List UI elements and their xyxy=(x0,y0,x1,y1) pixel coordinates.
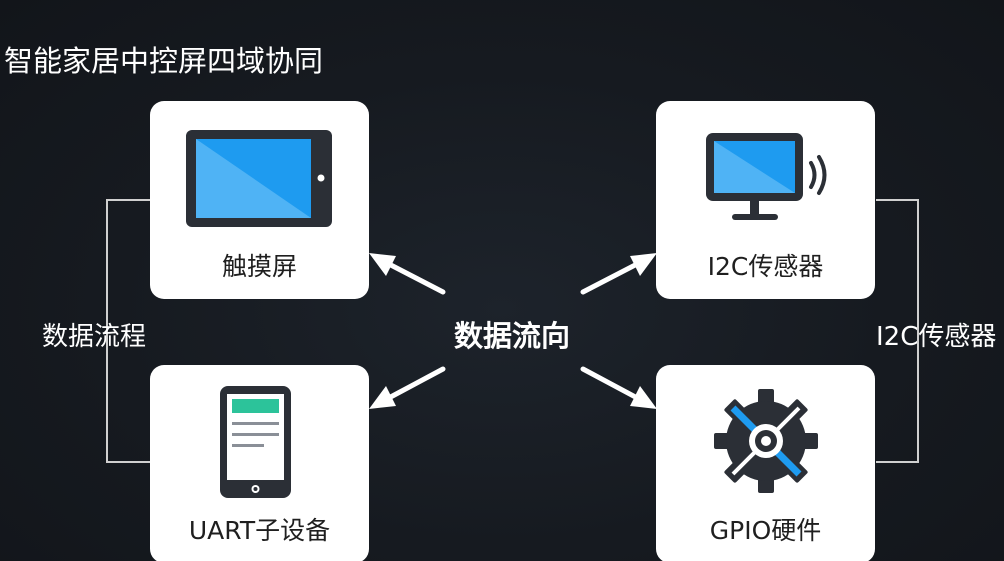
card-touchscreen: 触摸屏 xyxy=(150,101,369,299)
card-label-touchscreen: 触摸屏 xyxy=(221,252,297,281)
card-gpio-hardware: GPIO硬件 xyxy=(656,365,875,561)
card-label-gpio-hardware: GPIO硬件 xyxy=(709,516,822,545)
right-bracket-line xyxy=(876,199,919,463)
right-side-label: I2C传感器 xyxy=(876,322,997,352)
tablet-icon xyxy=(186,130,332,227)
arrow-to-i2c-sensor xyxy=(580,253,657,295)
center-label: 数据流向 xyxy=(453,319,570,353)
page-title: 智能家居中控屏四域协同 xyxy=(4,44,324,78)
gear-icon xyxy=(714,389,818,493)
card-uart-device: UART子设备 xyxy=(150,365,369,561)
arrow-to-touchscreen xyxy=(369,253,446,295)
phone-icon xyxy=(220,386,291,498)
card-label-i2c-sensor: I2C传感器 xyxy=(707,252,824,281)
left-bracket-line xyxy=(106,199,150,463)
arrow-to-gpio-hardware xyxy=(580,366,657,409)
monitor-wireless-icon xyxy=(706,133,827,220)
left-side-label: 数据流程 xyxy=(42,322,147,352)
card-i2c-sensor: I2C传感器 xyxy=(656,101,875,299)
card-label-uart-device: UART子设备 xyxy=(188,516,331,545)
arrow-to-uart-device xyxy=(369,366,446,409)
